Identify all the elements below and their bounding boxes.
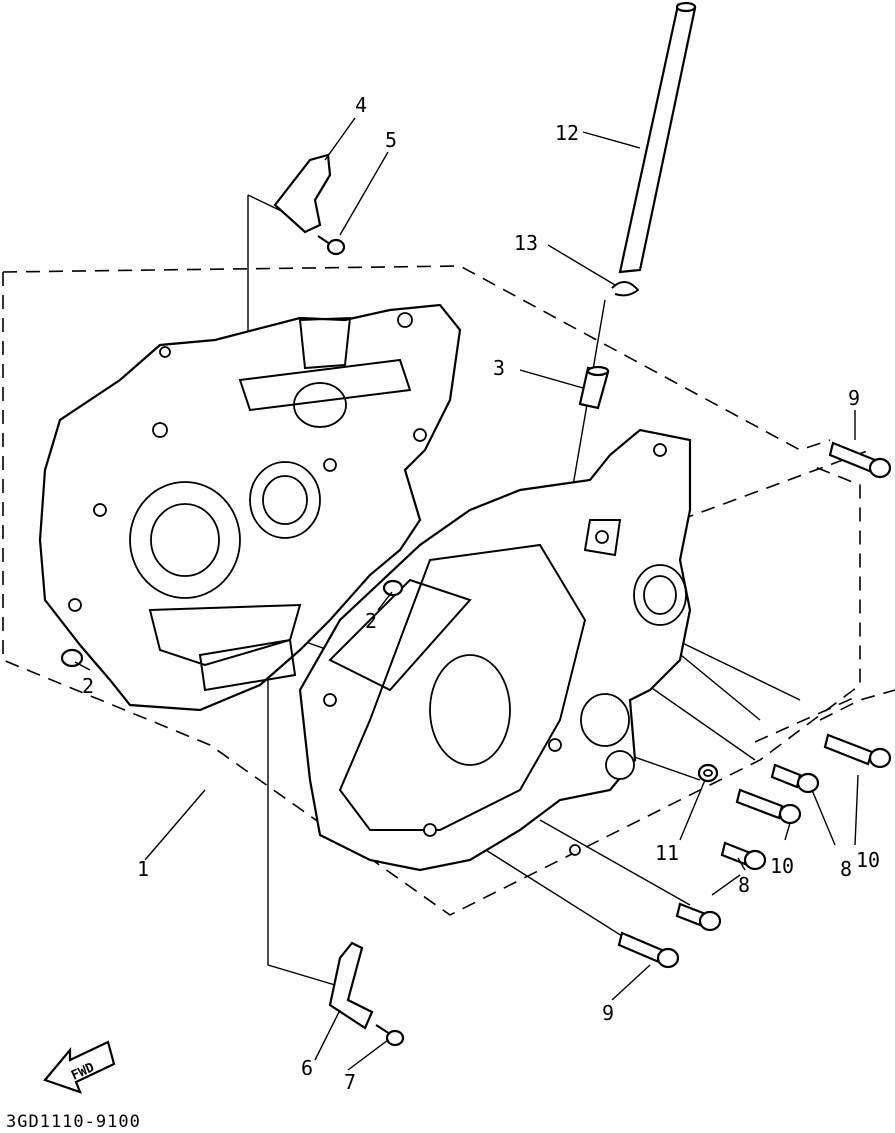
callout-2-center: 2	[365, 609, 377, 633]
callout-8-right: 8	[840, 857, 852, 881]
bolt-9-lower	[617, 931, 680, 969]
callout-7: 7	[344, 1070, 356, 1094]
bolt-8-center	[720, 841, 767, 871]
callout-12: 12	[555, 121, 579, 145]
bolt-8-lower	[675, 902, 722, 932]
screw-lower	[375, 1024, 405, 1047]
callout-2-left: 2	[82, 674, 94, 698]
washer-11	[697, 763, 719, 783]
hose-clip	[611, 281, 640, 297]
callout-13: 13	[514, 231, 538, 255]
screw-upper	[317, 235, 346, 256]
callout-3: 3	[493, 356, 505, 380]
diagram-code: 3GD1110-9100	[6, 1112, 141, 1132]
callout-10-center: 10	[770, 854, 794, 878]
callout-1: 1	[137, 857, 149, 881]
bolt-10-center	[735, 788, 802, 825]
left-crankcase-half	[38, 303, 462, 712]
callout-9-upper: 9	[848, 386, 860, 410]
assembly-dashed-outline	[2, 265, 895, 916]
callout-10-right: 10	[856, 848, 880, 872]
callout-8-center: 8	[738, 873, 750, 897]
bolt-10-right	[823, 733, 892, 769]
callout-6: 6	[301, 1056, 313, 1080]
retainer-plate-lower	[328, 941, 374, 1030]
right-crankcase-half	[298, 428, 692, 872]
fwd-arrow-icon: FWD	[43, 1040, 116, 1094]
hose-fitting	[578, 365, 610, 410]
leader-lines	[74, 117, 859, 1071]
bolt-8-right	[770, 763, 820, 794]
dowel-pin-left	[60, 648, 84, 668]
callout-11: 11	[655, 841, 679, 865]
dowel-pin-center	[382, 579, 404, 597]
retainer-plate-upper	[273, 153, 332, 234]
callout-9-lower: 9	[602, 1001, 614, 1025]
callout-4: 4	[355, 93, 367, 117]
callout-5: 5	[385, 128, 397, 152]
bolt-9-upper	[828, 441, 892, 479]
breather-hose	[618, 1, 697, 274]
